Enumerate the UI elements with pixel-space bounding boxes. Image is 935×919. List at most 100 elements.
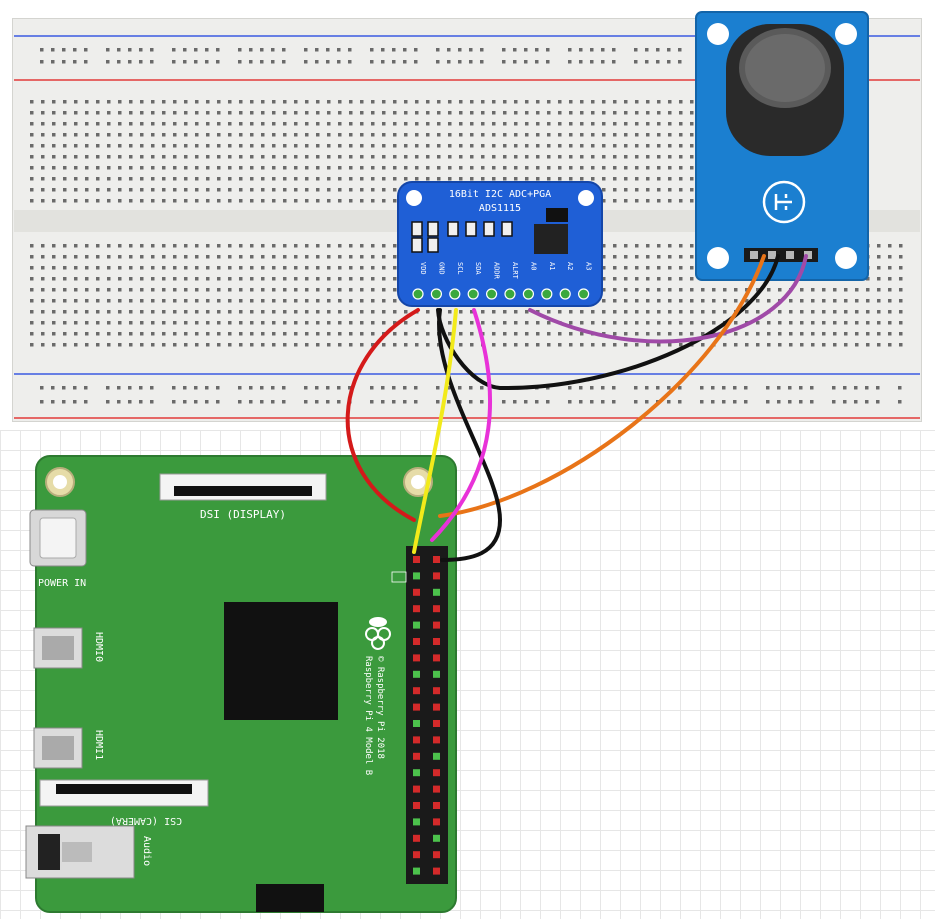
breadboard-hole bbox=[700, 386, 704, 390]
breadboard-hole bbox=[371, 332, 375, 336]
breadboard-hole bbox=[525, 122, 529, 126]
breadboard-hole bbox=[118, 188, 122, 192]
breadboard-hole bbox=[195, 166, 199, 170]
adc-pin-label: GND bbox=[437, 262, 445, 275]
breadboard-hole bbox=[162, 266, 166, 270]
breadboard-hole bbox=[811, 343, 815, 347]
breadboard-hole bbox=[591, 100, 595, 104]
breadboard-hole bbox=[30, 188, 34, 192]
gpio-pin bbox=[433, 867, 440, 875]
adc-pin-a3 bbox=[577, 288, 590, 300]
breadboard-hole bbox=[690, 155, 694, 159]
breadboard-hole bbox=[118, 321, 122, 325]
breadboard-hole bbox=[228, 177, 232, 181]
breadboard-hole bbox=[294, 166, 298, 170]
breadboard-hole bbox=[447, 400, 451, 404]
breadboard-hole bbox=[436, 60, 440, 64]
breadboard-hole bbox=[876, 400, 880, 404]
breadboard-hole bbox=[437, 177, 441, 181]
breadboard-hole bbox=[228, 111, 232, 115]
breadboard-hole bbox=[63, 122, 67, 126]
breadboard-hole bbox=[855, 288, 859, 292]
breadboard-hole bbox=[118, 111, 122, 115]
breadboard-hole bbox=[558, 155, 562, 159]
adc-main-chip bbox=[534, 224, 568, 254]
breadboard-hole bbox=[590, 48, 594, 52]
adc-part-label: ADS1115 bbox=[479, 203, 521, 214]
breadboard-hole bbox=[657, 343, 661, 347]
breadboard-hole bbox=[140, 277, 144, 281]
breadboard-hole bbox=[217, 122, 221, 126]
breadboard-hole bbox=[646, 133, 650, 137]
breadboard-hole bbox=[381, 386, 385, 390]
breadboard-hole bbox=[602, 321, 606, 325]
gpio-pin bbox=[433, 720, 440, 727]
breadboard-hole bbox=[327, 277, 331, 281]
breadboard-hole bbox=[701, 321, 705, 325]
rpi-mount-hole-tr-inner bbox=[411, 475, 425, 489]
breadboard-hole bbox=[184, 144, 188, 148]
breadboard-hole bbox=[546, 400, 550, 404]
breadboard-hole bbox=[305, 199, 309, 203]
breadboard-hole bbox=[41, 310, 45, 314]
breadboard-hole bbox=[844, 310, 848, 314]
breadboard-hole bbox=[668, 332, 672, 336]
breadboard-hole bbox=[480, 400, 484, 404]
breadboard-hole bbox=[184, 310, 188, 314]
breadboard-hole bbox=[415, 111, 419, 115]
breadboard-hole bbox=[701, 299, 705, 303]
breadboard-hole bbox=[239, 255, 243, 259]
breadboard-hole bbox=[360, 343, 364, 347]
adc-pin-addr bbox=[486, 288, 498, 300]
breadboard-hole bbox=[525, 166, 529, 170]
breadboard-hole bbox=[690, 133, 694, 137]
breadboard-hole bbox=[129, 255, 133, 259]
breadboard-hole bbox=[151, 266, 155, 270]
breadboard-hole bbox=[217, 332, 221, 336]
breadboard-hole bbox=[415, 133, 419, 137]
breadboard-hole bbox=[800, 321, 804, 325]
adc-passive-component bbox=[427, 237, 439, 253]
breadboard-hole bbox=[613, 244, 617, 248]
sensor-logo-plug-icon bbox=[774, 194, 792, 210]
wire-yellow-scl bbox=[412, 308, 458, 554]
breadboard-hole bbox=[690, 244, 694, 248]
gpio-pin bbox=[413, 851, 420, 859]
breadboard-hole bbox=[502, 48, 506, 52]
breadboard-hole bbox=[283, 266, 287, 270]
breadboard-hole bbox=[118, 155, 122, 159]
breadboard-hole bbox=[195, 332, 199, 336]
breadboard-hole bbox=[503, 177, 507, 181]
breadboard-hole bbox=[41, 166, 45, 170]
breadboard-hole bbox=[459, 133, 463, 137]
breadboard-hole bbox=[657, 266, 661, 270]
breadboard-hole bbox=[360, 277, 364, 281]
breadboard-hole bbox=[799, 386, 803, 390]
breadboard-hole bbox=[613, 199, 617, 203]
breadboard-hole bbox=[305, 255, 309, 259]
gpio-pin bbox=[433, 736, 440, 744]
adc-pin-label: ALRT bbox=[511, 262, 519, 280]
wire-red-vdd bbox=[345, 308, 420, 522]
breadboard-hole bbox=[151, 144, 155, 148]
breadboard-hole bbox=[150, 400, 154, 404]
breadboard-hole bbox=[492, 177, 496, 181]
breadboard-hole bbox=[833, 299, 837, 303]
breadboard-hole bbox=[877, 255, 881, 259]
breadboard-hole bbox=[492, 133, 496, 137]
breadboard-hole bbox=[282, 60, 286, 64]
breadboard-hole bbox=[602, 299, 606, 303]
breadboard-hole bbox=[162, 277, 166, 281]
breadboard-hole bbox=[184, 244, 188, 248]
breadboard-hole bbox=[580, 310, 584, 314]
breadboard-hole bbox=[41, 266, 45, 270]
breadboard-hole bbox=[569, 310, 573, 314]
breadboard-hole bbox=[338, 343, 342, 347]
breadboard-hole bbox=[228, 166, 232, 170]
breadboard-hole bbox=[393, 166, 397, 170]
adc-pin-a0 bbox=[522, 288, 535, 300]
breadboard-hole bbox=[679, 199, 683, 203]
breadboard-hole bbox=[404, 332, 408, 336]
breadboard-hole bbox=[657, 144, 661, 148]
breadboard-hole bbox=[305, 244, 309, 248]
